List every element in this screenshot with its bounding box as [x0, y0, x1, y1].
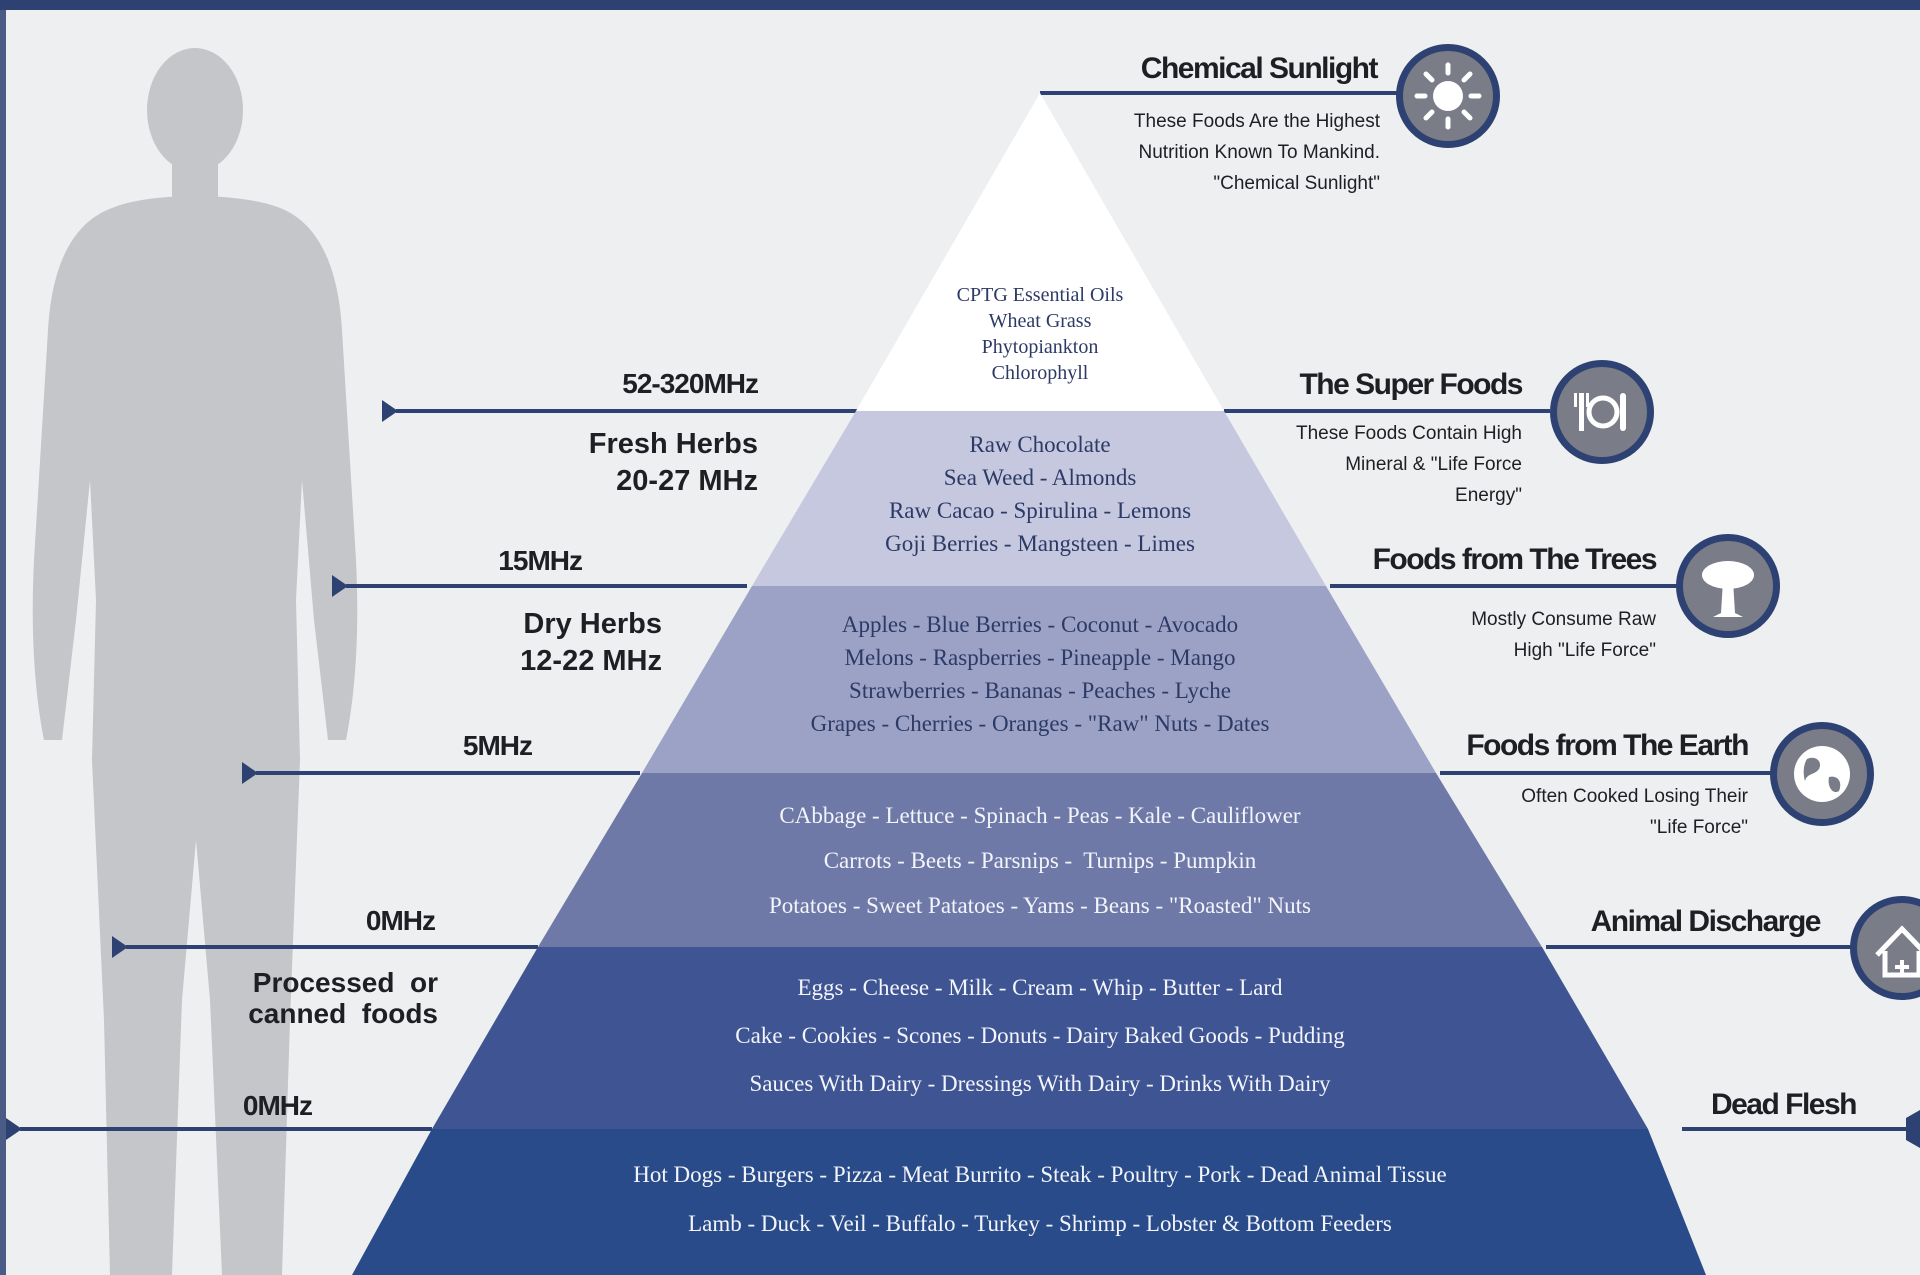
- tier-food-line: Phytopiankton: [981, 336, 1099, 358]
- herb-label: Dry Herbs 12-22 MHz: [520, 606, 662, 680]
- tier-4-foods: CAbbage - Lettuce - Spinach - Peas - Kal…: [640, 793, 1440, 928]
- house-icon: [1850, 896, 1920, 1000]
- tier-3: [642, 586, 1436, 773]
- category-description: Often Cooked Losing Their "Life Force": [1521, 781, 1748, 843]
- tier-food-line: Sea Weed - Almonds: [943, 465, 1137, 490]
- description-line: Energy": [1455, 485, 1522, 506]
- tier-food-line: Carrots - Beets - Parsnips - Turnips - P…: [823, 848, 1257, 873]
- category-description: These Foods Are the Highest Nutrition Kn…: [1134, 106, 1380, 199]
- tier-food-line: Raw Cacao - Spirulina - Lemons: [888, 498, 1192, 523]
- tier-food-line: CPTG Essential Oils: [956, 284, 1124, 306]
- category-title: Chemical Sunlight: [1140, 52, 1379, 85]
- tier-food-line: Eggs - Cheese - Milk - Cream - Whip - Bu…: [797, 975, 1283, 1000]
- tier-food-line: Goji Berries - Mangsteen - Limes: [885, 531, 1195, 556]
- sun-icon: [1396, 44, 1500, 148]
- herb-label-line: Fresh Herbs: [588, 428, 758, 460]
- tier-1-foods: CPTG Essential Oils Wheat Grass Phytopia…: [880, 282, 1200, 386]
- tier-3-foods: Apples - Blue Berries - Coconut - Avocad…: [700, 608, 1380, 740]
- frequency-label: 52-320MHz: [622, 368, 759, 399]
- description-line: These Foods Are the Highest: [1133, 111, 1380, 132]
- tier-2: [752, 411, 1326, 586]
- tier-2-foods: Raw Chocolate Sea Weed - Almonds Raw Cac…: [790, 428, 1290, 560]
- tier-food-line: Lamb - Duck - Veil - Buffalo - Turkey - …: [688, 1211, 1392, 1236]
- herb-label-line: 12-22 MHz: [520, 645, 662, 677]
- tier-food-line: Grapes - Cherries - Oranges - "Raw" Nuts…: [810, 711, 1270, 736]
- tier-food-line: Raw Chocolate: [969, 432, 1111, 457]
- tier-food-line: Chlorophyll: [991, 362, 1089, 384]
- category-description: These Foods Contain High Mineral & "Life…: [1296, 418, 1522, 511]
- frequency-label: 0MHz: [365, 905, 436, 936]
- frequency-label: 0MHz: [242, 1090, 313, 1121]
- tier-6-base: [352, 1129, 1706, 1275]
- category-title: Dead Flesh: [1710, 1088, 1858, 1121]
- tier-6-foods: Hot Dogs - Burgers - Pizza - Meat Burrit…: [470, 1150, 1610, 1248]
- herb-label-line: canned foods: [248, 998, 438, 1029]
- tier-food-line: Hot Dogs - Burgers - Pizza - Meat Burrit…: [633, 1162, 1447, 1187]
- tier-food-line: Sauces With Dairy - Dressings With Dairy…: [749, 1071, 1331, 1096]
- description-line: Mineral & "Life Force: [1345, 454, 1522, 475]
- description-line: These Foods Contain High: [1295, 423, 1522, 444]
- category-title: Foods from The Earth: [1466, 729, 1749, 762]
- herb-label-line: Dry Herbs: [523, 608, 662, 640]
- cutlery-icon: [1550, 360, 1654, 464]
- category-description: Mostly Consume Raw High "Life Force": [1471, 604, 1656, 666]
- left-edge-bar: [0, 0, 6, 1275]
- human-silhouette: [32, 48, 358, 1275]
- category-title: Foods from The Trees: [1372, 543, 1658, 576]
- tier-5-foods: Eggs - Cheese - Milk - Cream - Whip - Bu…: [580, 964, 1500, 1108]
- category-title: The Super Foods: [1299, 368, 1523, 401]
- category-title: Animal Discharge: [1590, 905, 1822, 938]
- frequency-label: 5MHz: [462, 730, 533, 761]
- tier-food-line: Potatoes - Sweet Patatoes - Yams - Beans…: [769, 893, 1311, 918]
- herb-label: Processed or canned foods: [248, 967, 438, 1029]
- tier-food-line: CAbbage - Lettuce - Spinach - Peas - Kal…: [779, 803, 1301, 828]
- description-line: High "Life Force": [1513, 640, 1656, 661]
- frequency-label: 15MHz: [498, 545, 583, 576]
- tree-icon: [1676, 534, 1780, 638]
- herb-label: Fresh Herbs 20-27 MHz: [589, 426, 758, 500]
- frequency-lines: [6, 91, 1920, 1148]
- tier-food-line: Cake - Cookies - Scones - Donuts - Dairy…: [735, 1023, 1345, 1048]
- globe-icon: [1770, 722, 1874, 826]
- description-line: Nutrition Known To Mankind.: [1138, 142, 1381, 163]
- top-banner-bar: [0, 0, 1920, 10]
- description-line: "Life Force": [1650, 817, 1748, 838]
- tier-4: [538, 773, 1542, 947]
- tier-5: [432, 947, 1648, 1129]
- description-line: "Chemical Sunlight": [1213, 173, 1380, 194]
- pyramid: [352, 93, 1706, 1275]
- tier-food-line: Melons - Raspberries - Pineapple - Mango: [844, 645, 1236, 670]
- tier-food-line: Apples - Blue Berries - Coconut - Avocad…: [841, 612, 1239, 637]
- herb-label-line: Processed or: [252, 967, 438, 998]
- tier-food-line: Strawberries - Bananas - Peaches - Lyche: [849, 678, 1231, 703]
- tier-1-apex: [856, 93, 1224, 411]
- herb-label-line: 20-27 MHz: [616, 465, 758, 497]
- description-line: Mostly Consume Raw: [1471, 609, 1656, 630]
- tier-food-line: Wheat Grass: [988, 310, 1092, 332]
- description-line: Often Cooked Losing Their: [1521, 786, 1748, 807]
